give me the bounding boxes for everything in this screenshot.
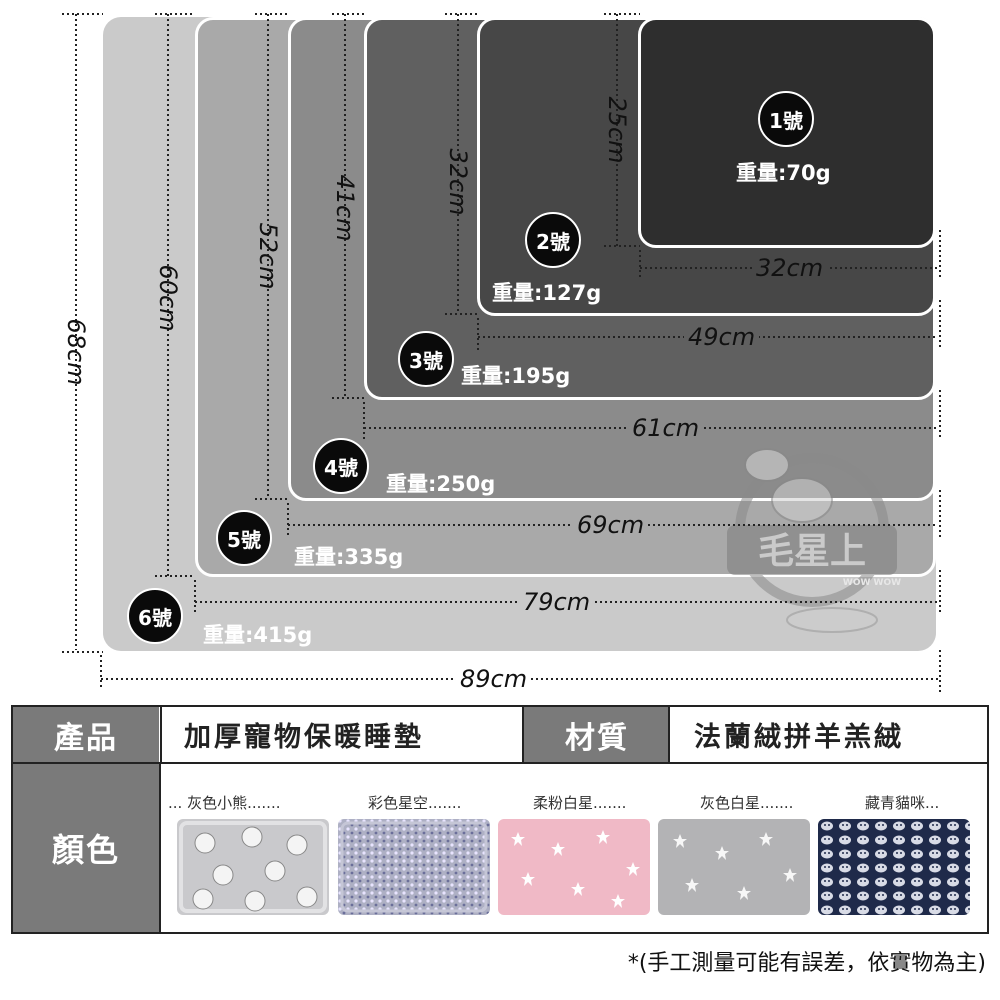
material-value: 法蘭絨拼羊羔絨	[668, 707, 987, 762]
size-3-weight: 重量:195g	[461, 364, 571, 388]
swatch-colorful-stars	[338, 819, 490, 915]
size-5-badge: 5號	[216, 510, 272, 566]
swatch-pink-stars	[498, 819, 650, 915]
color-name-2: 彩色星空.......	[368, 794, 462, 812]
product-info-table: 產品 加厚寵物保暖睡墊 材質 法蘭絨拼羊羔絨 顏色 ... 灰色小熊......…	[11, 705, 989, 934]
height-label-6: 68cm	[62, 318, 90, 386]
swatch-gray-bear	[177, 819, 329, 915]
material-label: 材質	[522, 707, 670, 762]
color-name-1: ... 灰色小熊.......	[168, 794, 281, 812]
color-name-5: 藏青貓咪...	[865, 794, 940, 812]
width-label-3: 61cm	[628, 414, 704, 442]
height-label-3: 41cm	[331, 174, 359, 242]
height-label-1: 25cm	[603, 96, 631, 164]
watermark-sub: WOW WOW	[843, 578, 901, 588]
size-6-badge: 6號	[127, 588, 183, 644]
width-label-4: 69cm	[573, 511, 649, 539]
size-2-weight: 重量:127g	[492, 281, 602, 305]
watermark-logo: 毛星上 WOW WOW	[722, 425, 902, 645]
width-label-2: 49cm	[684, 323, 760, 351]
watermark-text: 毛星上	[758, 531, 866, 572]
size-3-badge: 3號	[398, 331, 454, 387]
size-4-weight: 重量:250g	[386, 472, 496, 496]
color-label: 顏色	[13, 764, 159, 932]
width-label-6: 89cm	[456, 665, 532, 693]
color-name-4: 灰色白星.......	[700, 794, 794, 812]
height-label-5: 60cm	[154, 264, 182, 332]
product-value: 加厚寵物保暖睡墊	[160, 707, 522, 762]
size-5-weight: 重量:335g	[294, 545, 404, 569]
measurement-note: *(手工測量可能有誤差，依實物為主)	[627, 951, 986, 976]
height-label-2: 32cm	[444, 148, 472, 216]
product-label: 產品	[13, 707, 159, 762]
color-divider	[159, 764, 161, 932]
size-4-badge: 4號	[313, 438, 369, 494]
width-label-5: 79cm	[519, 588, 595, 616]
table-divider	[13, 762, 987, 764]
color-name-3: 柔粉白星.......	[533, 794, 627, 812]
width-label-1: 32cm	[752, 254, 828, 282]
size-2-badge: 2號	[525, 212, 581, 268]
size-1-badge: 1號	[758, 91, 814, 147]
size-1-weight: 重量:70g	[736, 161, 831, 185]
height-label-4: 52cm	[254, 222, 282, 290]
swatch-navy-cats	[818, 819, 970, 915]
size-6-weight: 重量:415g	[203, 623, 313, 647]
swatch-gray-white-stars	[658, 819, 810, 915]
